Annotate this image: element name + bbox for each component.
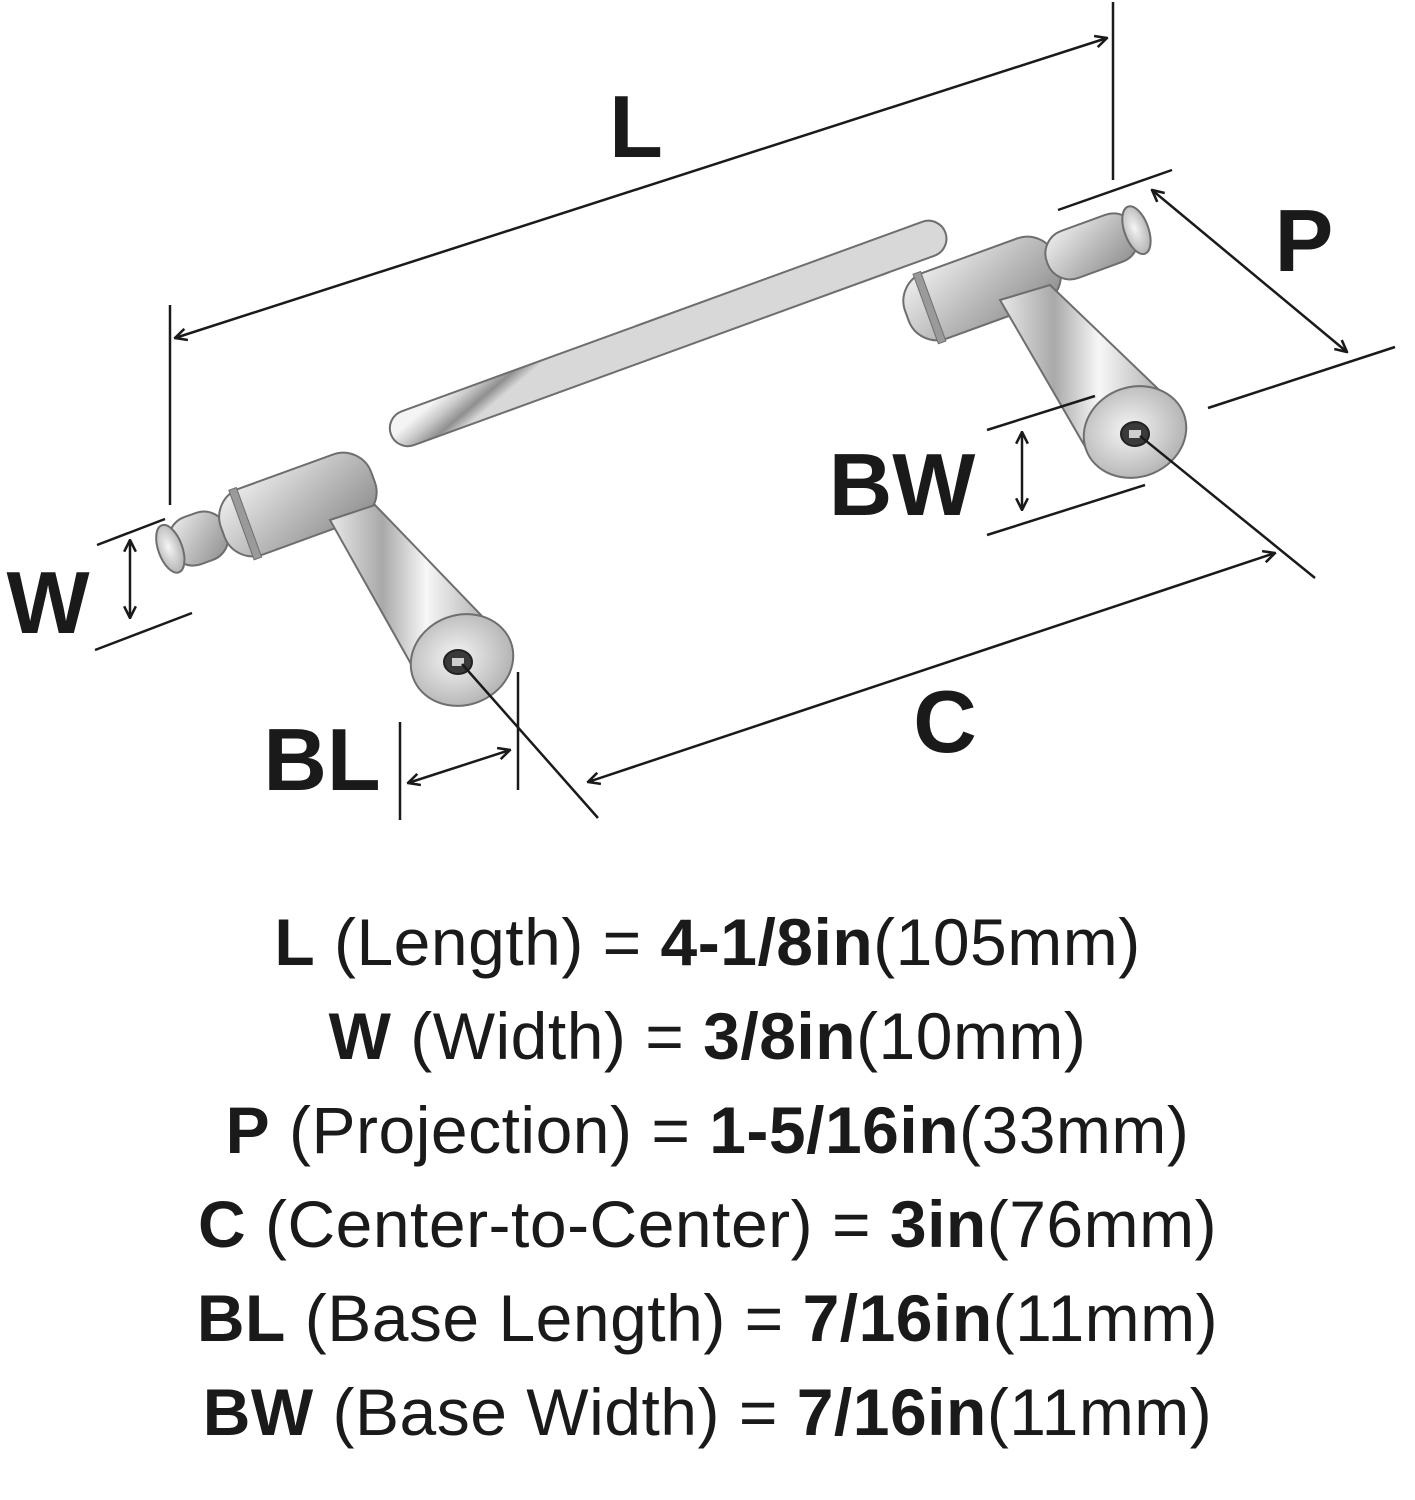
spec-row-width: W (Width) = 3/8in(10mm): [0, 989, 1415, 1083]
base-width-extension-bottom: [986, 483, 1146, 537]
spec-key: P: [225, 1093, 271, 1167]
spec-description: (Base Length): [304, 1281, 726, 1355]
spec-row-base-width: BW (Base Width) = 7/16in(11mm): [0, 1365, 1415, 1459]
center-to-center-arrow: [588, 553, 1275, 782]
spec-metric: (105mm): [873, 905, 1141, 979]
spec-equals: =: [645, 999, 685, 1073]
spec-key: L: [274, 905, 316, 979]
spec-value: 1-5/16in: [709, 1093, 960, 1167]
spec-key: W: [328, 999, 392, 1073]
projection-extension-top: [1057, 168, 1173, 212]
spec-metric: (11mm): [992, 1281, 1219, 1355]
spec-equals: =: [602, 905, 642, 979]
spec-metric: (76mm): [986, 1187, 1218, 1261]
spec-key: C: [197, 1187, 247, 1261]
handle-dimension-diagram: L P W BW BL C: [6, 2, 1396, 820]
spec-description: (Width): [410, 999, 627, 1073]
base-width-label: BW: [829, 435, 976, 534]
spec-equals: =: [651, 1093, 691, 1167]
spec-equals: =: [831, 1187, 872, 1261]
spec-key: BL: [196, 1281, 286, 1355]
length-label: L: [609, 77, 663, 176]
width-label: W: [6, 553, 89, 652]
spec-value: 4-1/8in: [660, 905, 874, 979]
spec-description: (Center-to-Center): [264, 1187, 814, 1261]
center-to-center-label: C: [913, 672, 977, 771]
spec-equals: =: [744, 1281, 784, 1355]
spec-value: 3/8in: [703, 999, 857, 1073]
base-length-arrow: [408, 750, 510, 783]
spec-row-base-length: BL (Base Length) = 7/16in(11mm): [0, 1271, 1415, 1365]
dimension-specifications: L (Length) = 4-1/8in(105mm) W (Width) = …: [0, 895, 1415, 1459]
spec-metric: (11mm): [986, 1375, 1213, 1449]
center-leader-right: [1139, 435, 1316, 579]
spec-description: (Length): [333, 905, 584, 979]
base-width-extension-top: [986, 394, 1096, 432]
spec-key: BW: [202, 1375, 314, 1449]
dimension-lines: [94, 2, 1396, 820]
cabinet-pull-handle: [155, 205, 1188, 707]
spec-metric: (10mm): [856, 999, 1087, 1073]
spec-value: 7/16in: [796, 1375, 987, 1449]
spec-description: (Projection): [289, 1093, 633, 1167]
base-length-label: BL: [263, 710, 380, 809]
length-arrow: [175, 38, 1107, 338]
spec-value: 7/16in: [802, 1281, 993, 1355]
projection-label: P: [1275, 191, 1334, 290]
spec-equals: =: [738, 1375, 778, 1449]
width-extension-top: [96, 517, 166, 547]
left-leg: [328, 503, 515, 707]
handle-bar: [388, 219, 948, 448]
spec-value: 3in: [889, 1187, 987, 1261]
spec-row-length: L (Length) = 4-1/8in(105mm): [0, 895, 1415, 989]
left-collar: [155, 451, 378, 574]
center-leader-left: [461, 663, 599, 819]
projection-extension-bottom: [1207, 345, 1396, 410]
spec-description: (Base Width): [332, 1375, 720, 1449]
projection-arrow: [1152, 190, 1347, 352]
width-extension-bottom: [94, 611, 193, 652]
spec-row-center-to-center: C (Center-to-Center) = 3in(76mm): [0, 1177, 1415, 1271]
spec-row-projection: P (Projection) = 1-5/16in(33mm): [0, 1083, 1415, 1177]
spec-metric: (33mm): [959, 1093, 1190, 1167]
